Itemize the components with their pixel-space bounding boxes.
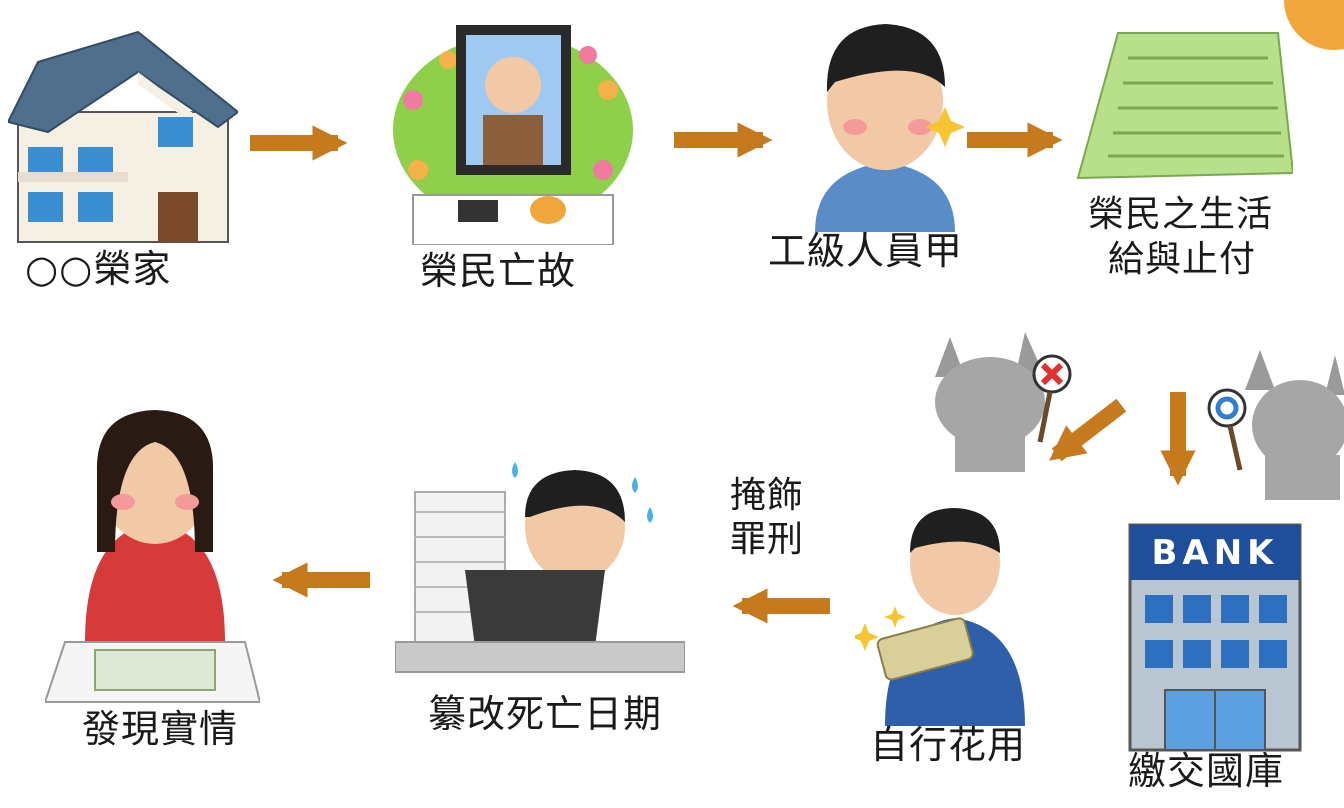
hide-label-line2: 罪刑	[730, 519, 805, 560]
stressed-office-worker-icon	[395, 462, 685, 673]
passbook-icon	[1076, 32, 1293, 180]
spend-label: 自行花用	[870, 723, 1027, 767]
stop-pay-label-line2: 給與止付	[1108, 239, 1257, 280]
bank-building-icon: BANK	[1128, 523, 1302, 752]
man-with-cash-icon	[855, 508, 1025, 726]
house-icon	[8, 30, 238, 243]
hide-label-line1: 掩飾	[730, 475, 805, 516]
scheming-man-icon	[815, 24, 965, 232]
arrow-4	[1049, 398, 1127, 462]
funeral-altar-icon	[393, 25, 633, 245]
house-label: ○○榮家	[25, 247, 172, 291]
cat-deny-icon	[935, 332, 1072, 472]
death-label: 榮民亡故	[420, 249, 577, 293]
tamper-label: 纂改死亡日期	[428, 692, 663, 736]
discover-label: 發現實情	[82, 707, 239, 751]
stop-pay-label-line1: 榮民之生活	[1088, 194, 1274, 235]
cat-approve-icon	[1207, 350, 1344, 500]
thinking-woman-icon	[45, 410, 260, 703]
bank-label: 繳交國庫	[1128, 749, 1285, 793]
worker-label: 工級人員甲	[768, 229, 964, 273]
bank-sign-text: BANK	[1151, 533, 1278, 573]
